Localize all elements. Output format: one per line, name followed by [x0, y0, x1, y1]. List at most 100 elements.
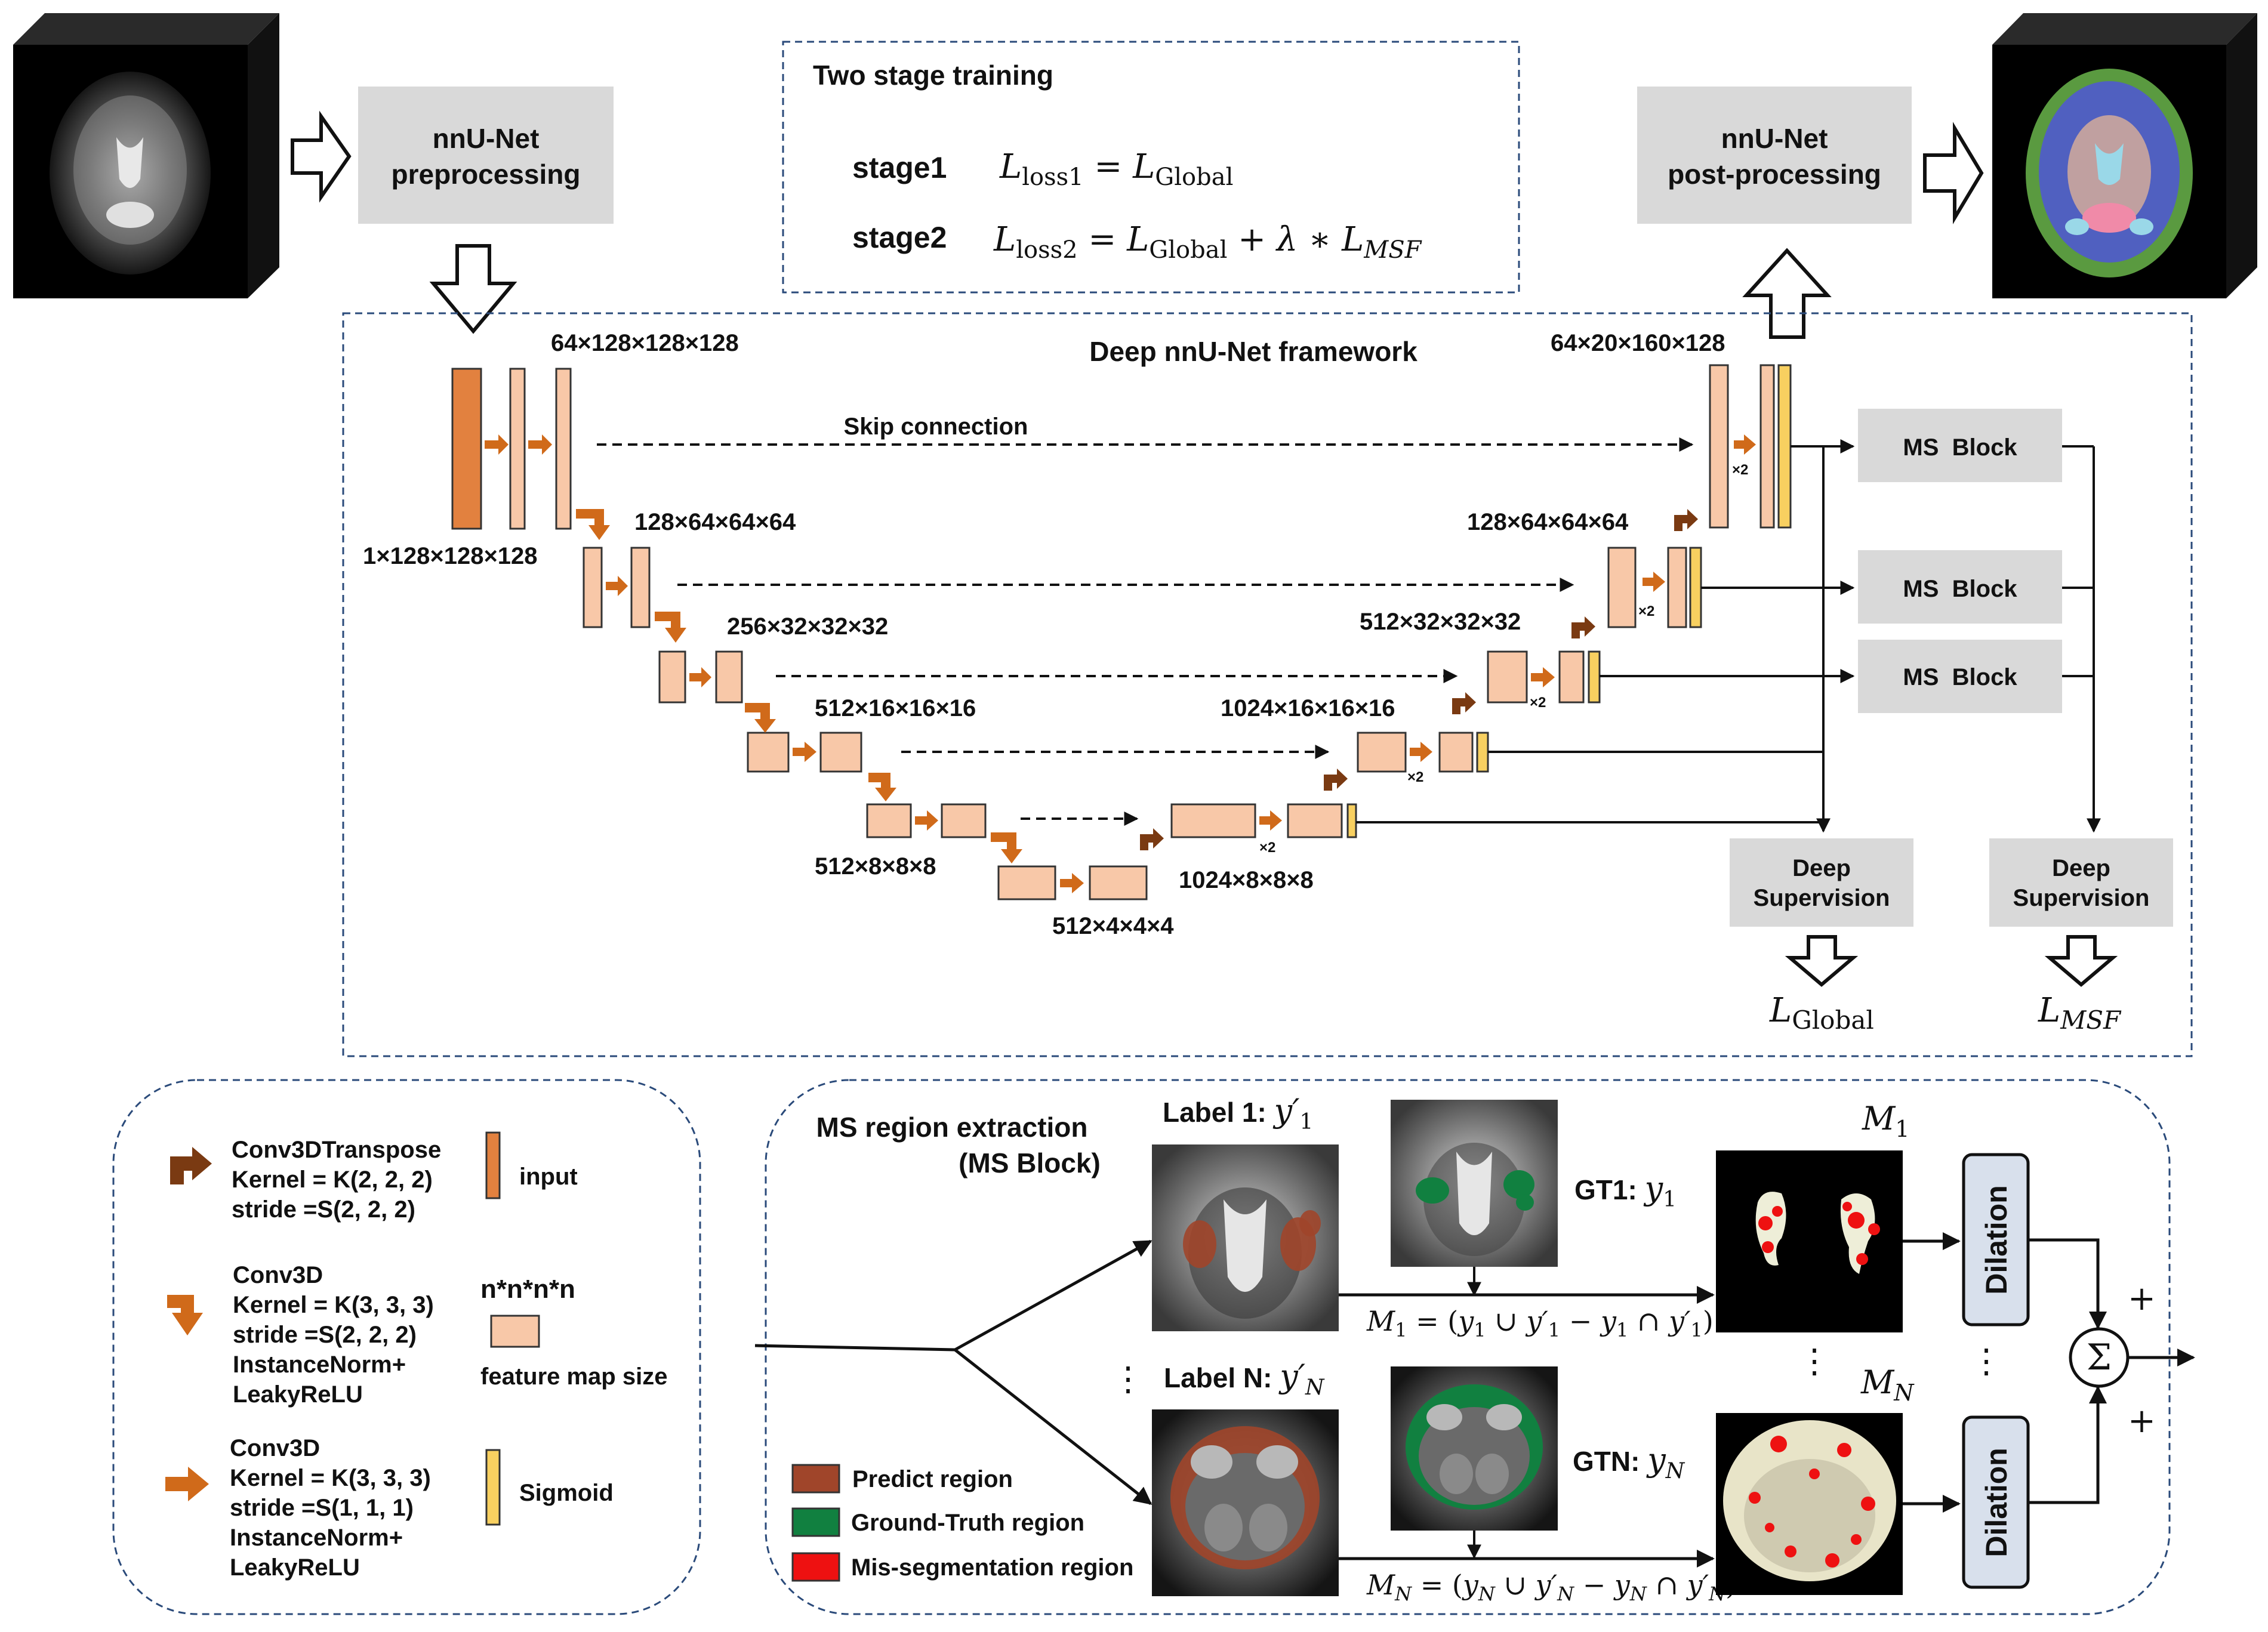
svg-text:Supervision: Supervision: [1754, 885, 1890, 911]
bottleneck: [997, 865, 1148, 900]
transpose-conv-icon: [170, 1147, 212, 1184]
mis-segmentation-swatch: [791, 1552, 840, 1582]
feature-map: [1709, 364, 1729, 529]
legend-feature-swatch: [490, 1315, 540, 1348]
size-enc1: 64×128×128×128: [551, 330, 739, 356]
size-dec1: 64×20×160×128: [1551, 330, 1725, 356]
label1-image: [1152, 1144, 1339, 1331]
ms-block-1: MS Block: [1858, 409, 2062, 482]
upsample-arrows: [1140, 509, 1698, 850]
feature-map: [747, 732, 790, 773]
loss-msf: LMSF: [2038, 991, 2122, 1035]
conv-arrows: [485, 434, 1756, 893]
deep-supervision-global: Deep Supervision: [1730, 838, 1913, 927]
ms-block-3: MS Block: [1858, 640, 2062, 713]
hollow-arrow-down-msf: [2044, 935, 2118, 987]
downsample-arrows: [576, 509, 1022, 863]
x2-label: ×2: [1407, 769, 1423, 785]
size-dec5: 1024×8×8×8: [1179, 867, 1314, 893]
legend-feature-label: feature map size: [480, 1363, 667, 1390]
legend-sigmoid-label: Sigmoid: [519, 1480, 614, 1506]
hollow-arrow-up: [1742, 248, 1832, 339]
feature-map: [630, 547, 651, 628]
preprocessing-line1: nnU-Net: [433, 123, 540, 154]
stage2-equation: Lloss2 = LGlobal + λ ∗ LMSF: [993, 220, 1422, 264]
feature-map: [1558, 650, 1585, 704]
training-title: Two stage training: [813, 60, 1053, 91]
postprocessing-line2: post-processing: [1668, 159, 1881, 190]
legend-sigmoid-swatch: [485, 1449, 501, 1526]
x2-label: ×2: [1638, 603, 1654, 619]
feature-map: [941, 803, 987, 838]
legend-nnnn: n*n*n*n: [480, 1275, 575, 1304]
ms-branch-lines: [754, 1239, 1153, 1505]
feature-map: [1759, 364, 1775, 529]
feature-map: [583, 547, 603, 628]
feature-map: [1438, 732, 1474, 773]
svg-text:InstanceNorm+: InstanceNorm+: [233, 1352, 406, 1378]
decoder-level-4: [1357, 732, 1489, 773]
feature-map: [1487, 650, 1528, 704]
svg-text:stride =S(2, 2, 2): stride =S(2, 2, 2): [232, 1196, 415, 1223]
legend-transpose: Conv3DTranspose Kernel = K(2, 2, 2) stri…: [170, 1137, 441, 1223]
legend-input-label: input: [519, 1164, 578, 1190]
decoder-level-5: [1170, 803, 1357, 838]
svg-text:Deep: Deep: [2052, 855, 2110, 881]
encoder-level-1: [451, 368, 572, 530]
sigmoid-map: [1588, 650, 1601, 704]
gtn-text: GTN: yN: [1573, 1441, 1685, 1483]
sigmoid-map: [1476, 732, 1489, 773]
vdots-2: ⋮: [1798, 1342, 1831, 1381]
m1-image: [1716, 1150, 1903, 1332]
m1-equation: M1 = (y1 ∪ y′1 − y1 ∩ y′1): [1366, 1305, 1714, 1341]
preprocessing-box: nnU-Net preprocessing: [358, 87, 614, 224]
mis-segmentation-label: Mis-segmentation region: [851, 1554, 1133, 1581]
decoder-level-2: [1607, 547, 1702, 628]
size-bottleneck: 512×4×4×4: [1052, 913, 1174, 939]
m1-label: M1: [1862, 1100, 1909, 1142]
size-input: 1×128×128×128: [363, 543, 538, 569]
size-dec2: 128×64×64×64: [1467, 509, 1629, 535]
hollow-arrow-right-2: [1923, 122, 1984, 224]
skip-connections: [597, 437, 1694, 826]
feature-map: [715, 650, 743, 704]
deep-supervision-msf: Deep Supervision: [1989, 838, 2173, 927]
x2-label: ×2: [1530, 695, 1546, 711]
vdots-1: ⋮: [1111, 1360, 1145, 1399]
svg-text:MS Block: MS Block: [1903, 576, 2017, 602]
input-block: [451, 368, 482, 530]
hollow-arrow-right-1: [291, 110, 352, 203]
svg-text:stride =S(1, 1, 1): stride =S(1, 1, 1): [230, 1495, 414, 1521]
x2-label: ×2: [1732, 462, 1748, 478]
legend-box: [112, 1079, 701, 1615]
svg-text:Dilation: Dilation: [1980, 1448, 2013, 1557]
svg-text:MS Block: MS Block: [1903, 434, 2017, 461]
encoder-level-3: [658, 650, 743, 704]
svg-text:LeakyReLU: LeakyReLU: [230, 1554, 360, 1581]
dilation-block-1: Dilation: [1962, 1153, 2030, 1326]
x2-labels: ×2 ×2 ×2 ×2 ×2: [1259, 462, 1748, 856]
feature-map: [866, 803, 912, 838]
svg-text:Conv3D: Conv3D: [230, 1435, 320, 1461]
sum-connections: [2028, 1238, 2195, 1504]
svg-text:Supervision: Supervision: [2013, 885, 2150, 911]
sum-node: [2069, 1327, 2130, 1388]
ms-region-legend: Predict region Ground-Truth region Mis-s…: [791, 1464, 1133, 1582]
same-conv-icon: [165, 1467, 209, 1501]
svg-text:Kernel = K(2, 2, 2): Kernel = K(2, 2, 2): [232, 1167, 433, 1193]
sigmoid-map: [1689, 547, 1702, 628]
mn-equation: MN = (yN ∪ y′N − yN ∩ y′N): [1366, 1569, 1736, 1605]
encoder-level-2: [583, 547, 651, 628]
plus-top: +: [2128, 1279, 2156, 1318]
svg-text:Dilation: Dilation: [1980, 1185, 2013, 1294]
legend-conv-same: Conv3D Kernel = K(3, 3, 3) stride =S(1, …: [165, 1435, 431, 1581]
postprocessing-line1: nnU-Net: [1721, 123, 1828, 154]
stage2-label: stage2: [852, 221, 947, 254]
svg-text:InstanceNorm+: InstanceNorm+: [230, 1525, 403, 1551]
feature-size-labels: 1×128×128×128 64×128×128×128 128×64×64×6…: [363, 330, 1725, 939]
size-enc5: 512×8×8×8: [815, 853, 936, 880]
decoder-level-3: [1487, 650, 1601, 704]
mn-label: MN: [1860, 1363, 1915, 1406]
dilation-block-n: Dilation: [1962, 1415, 2030, 1589]
